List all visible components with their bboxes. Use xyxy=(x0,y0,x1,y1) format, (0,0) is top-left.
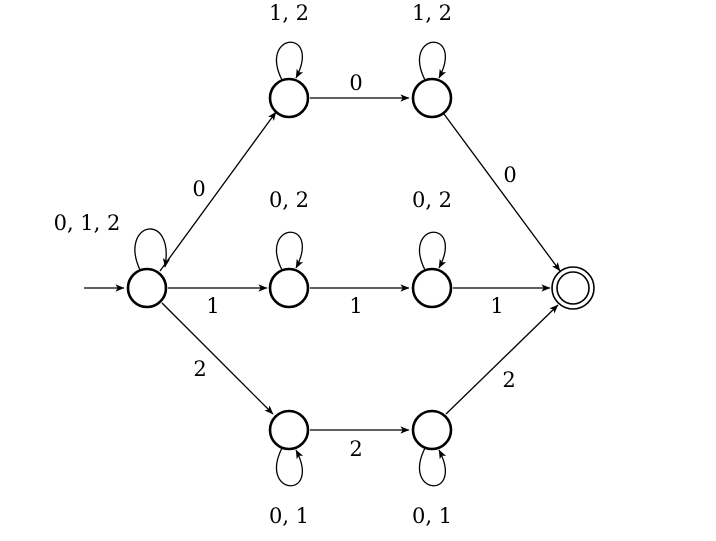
loop-start xyxy=(134,228,171,271)
label-start-bot-1: 2 xyxy=(193,357,206,381)
edge-bot-2-final xyxy=(445,304,559,415)
loop-bot-2 xyxy=(418,447,447,487)
state-final xyxy=(551,266,595,310)
loop-mid-2 xyxy=(418,231,447,271)
label-start-top-1: 0 xyxy=(192,177,205,201)
state-bot-2 xyxy=(411,409,453,451)
label-mid-1-loop: 0, 2 xyxy=(269,188,309,212)
loop-bot-1 xyxy=(275,447,304,487)
label-top-1-loop: 1, 2 xyxy=(269,1,309,25)
label-bot-2-final: 2 xyxy=(502,368,515,392)
loop-top-1 xyxy=(275,41,304,81)
edge-top-2-final xyxy=(443,113,561,272)
state-start xyxy=(126,267,168,309)
edge-start-bot-1 xyxy=(161,302,274,415)
label-top-1-top-2: 0 xyxy=(349,71,362,95)
label-bot-2-loop: 0, 1 xyxy=(412,504,452,528)
loop-top-2 xyxy=(418,41,447,81)
label-bot-1-bot-2: 2 xyxy=(349,437,362,461)
label-mid-2-loop: 0, 2 xyxy=(412,188,452,212)
label-top-2-final: 0 xyxy=(503,163,516,187)
state-mid-2 xyxy=(411,267,453,309)
edge-start-top-1 xyxy=(159,111,277,272)
state-mid-1 xyxy=(268,267,310,309)
state-top-2 xyxy=(411,77,453,119)
label-top-2-loop: 1, 2 xyxy=(412,1,452,25)
loop-mid-1 xyxy=(275,231,304,271)
label-start-loop: 0, 1, 2 xyxy=(54,211,121,235)
state-top-1 xyxy=(268,77,310,119)
label-bot-1-loop: 0, 1 xyxy=(269,504,309,528)
label-mid-2-final: 1 xyxy=(490,294,503,318)
label-mid-1-mid-2: 1 xyxy=(349,294,362,318)
state-bot-1 xyxy=(268,409,310,451)
label-start-mid-1: 1 xyxy=(206,294,219,318)
